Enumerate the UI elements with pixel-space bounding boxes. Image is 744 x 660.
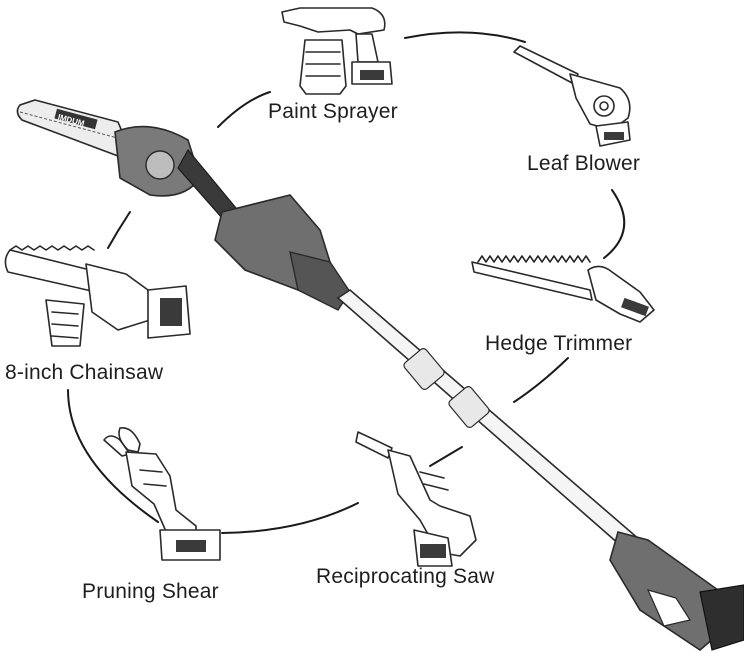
reciprocating-saw-label: Reciprocating Saw [316,565,495,588]
chainsaw-label: 8-inch Chainsaw [5,361,164,384]
hedge-trimmer-icon [471,255,655,323]
paint-sprayer-label: Paint Sprayer [268,100,398,123]
leaf-blower-icon [513,45,631,147]
leaf-blower-label: Leaf Blower [527,152,641,175]
hedge-trimmer-label: Hedge Trimmer [485,332,633,355]
chainsaw-icon [4,245,191,347]
reciprocating-saw-icon [355,431,477,567]
paint-sprayer-icon [281,7,393,95]
pruning-shear-icon [103,427,221,561]
pole-saw: IMDUM [16,99,744,652]
pruning-shear-label: Pruning Shear [82,580,219,603]
connector-ring [67,31,626,534]
